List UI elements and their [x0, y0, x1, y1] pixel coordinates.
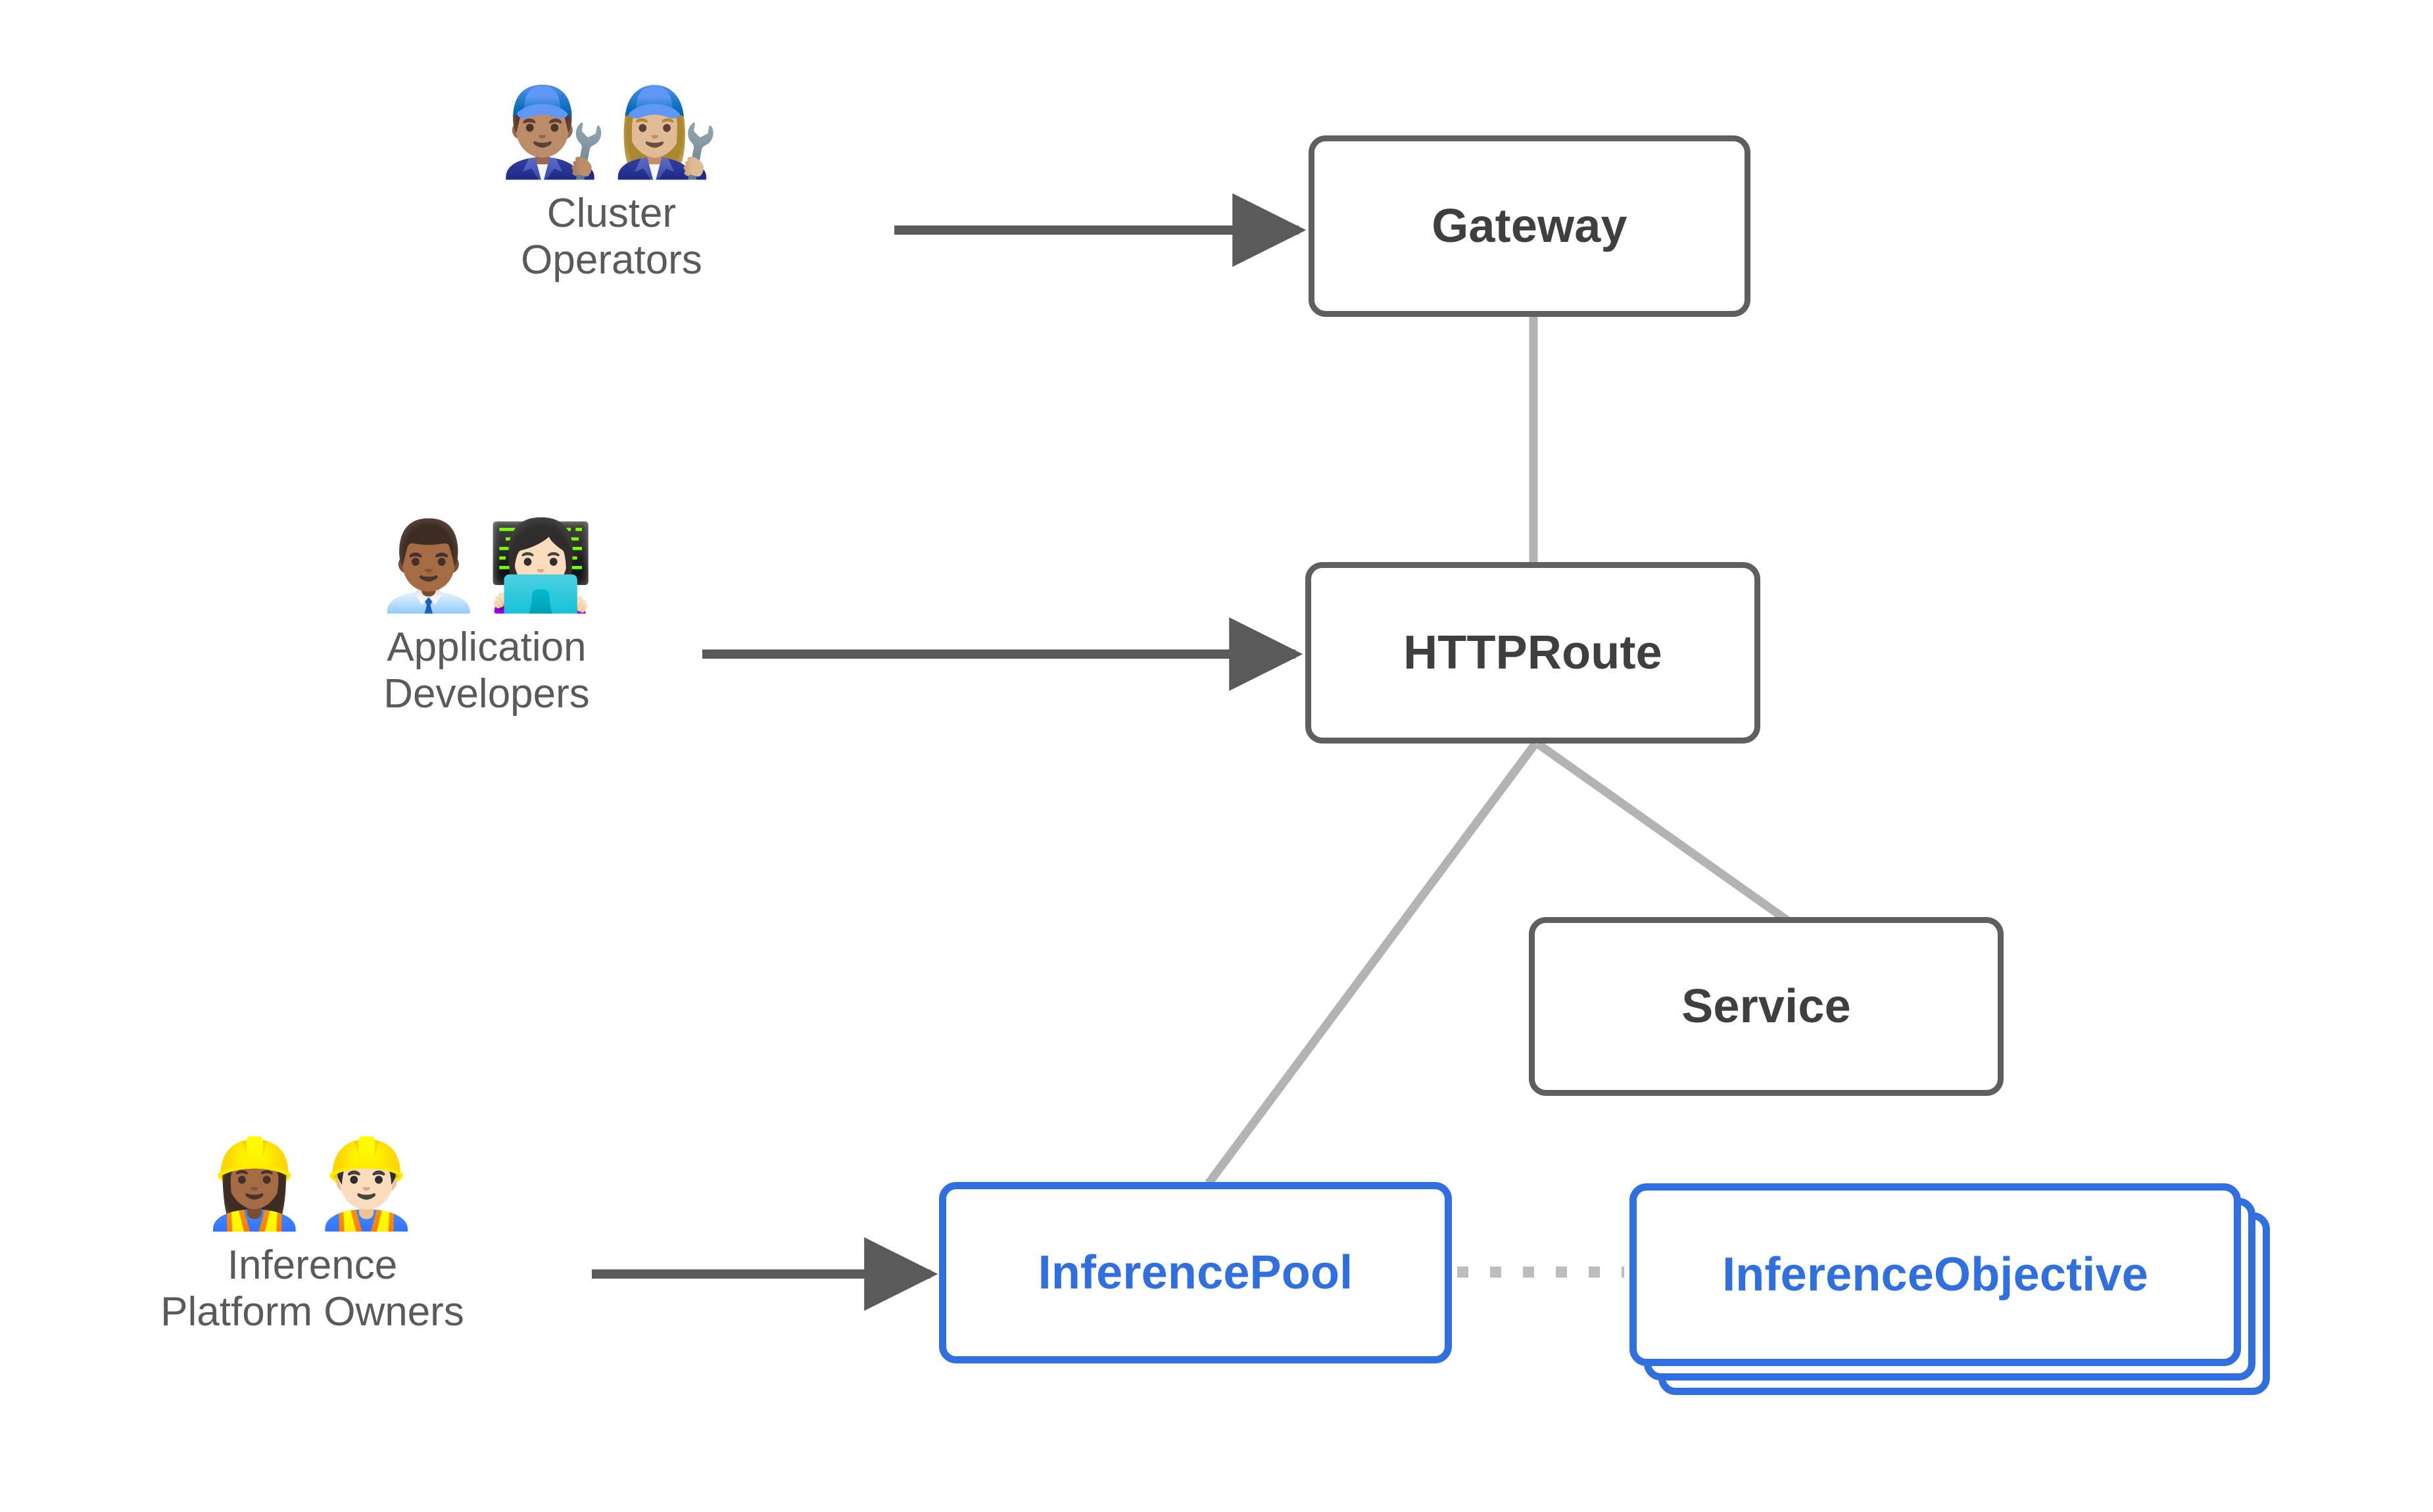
edge-httproute-to-service	[1535, 740, 1790, 924]
inference-platform-owners-icon: 👷🏾‍♀️👷🏻‍♂️	[200, 1133, 425, 1235]
node-gateway[interactable]: Gateway	[1309, 135, 1750, 317]
node-inferencepool-label: InferencePool	[1038, 1246, 1353, 1299]
node-service-label: Service	[1681, 980, 1851, 1033]
cluster-operators-icon: 👨🏽‍🔧👩🏼‍🔧	[499, 82, 724, 183]
node-gateway-label: Gateway	[1432, 200, 1627, 252]
application-developers-icon: 👨🏾‍💼👩🏻‍💻	[374, 515, 599, 617]
cluster-operators-label: Cluster Operators	[521, 190, 702, 283]
persona-cluster-operators: 👨🏽‍🔧👩🏼‍🔧 Cluster Operators	[441, 85, 783, 284]
persona-application-developers: 👨🏾‍💼👩🏻‍💻 Application Developers	[302, 519, 671, 718]
node-inferenceobjective-label: InferenceObjective	[1722, 1248, 2148, 1301]
inference-platform-owners-label: Inference Platform Owners	[160, 1242, 464, 1335]
edge-httproute-to-inferencepool	[1205, 741, 1539, 1186]
node-inferenceobjective[interactable]: InferenceObjective	[1629, 1183, 2241, 1366]
node-inferencepool[interactable]: InferencePool	[939, 1182, 1452, 1363]
application-developers-label: Application Developers	[383, 624, 590, 717]
persona-inference-platform-owners: 👷🏾‍♀️👷🏻‍♂️ Inference Platform Owners	[85, 1137, 539, 1336]
node-httproute[interactable]: HTTPRoute	[1305, 562, 1760, 744]
node-httproute-label: HTTPRoute	[1403, 626, 1662, 679]
node-service[interactable]: Service	[1529, 917, 2004, 1096]
